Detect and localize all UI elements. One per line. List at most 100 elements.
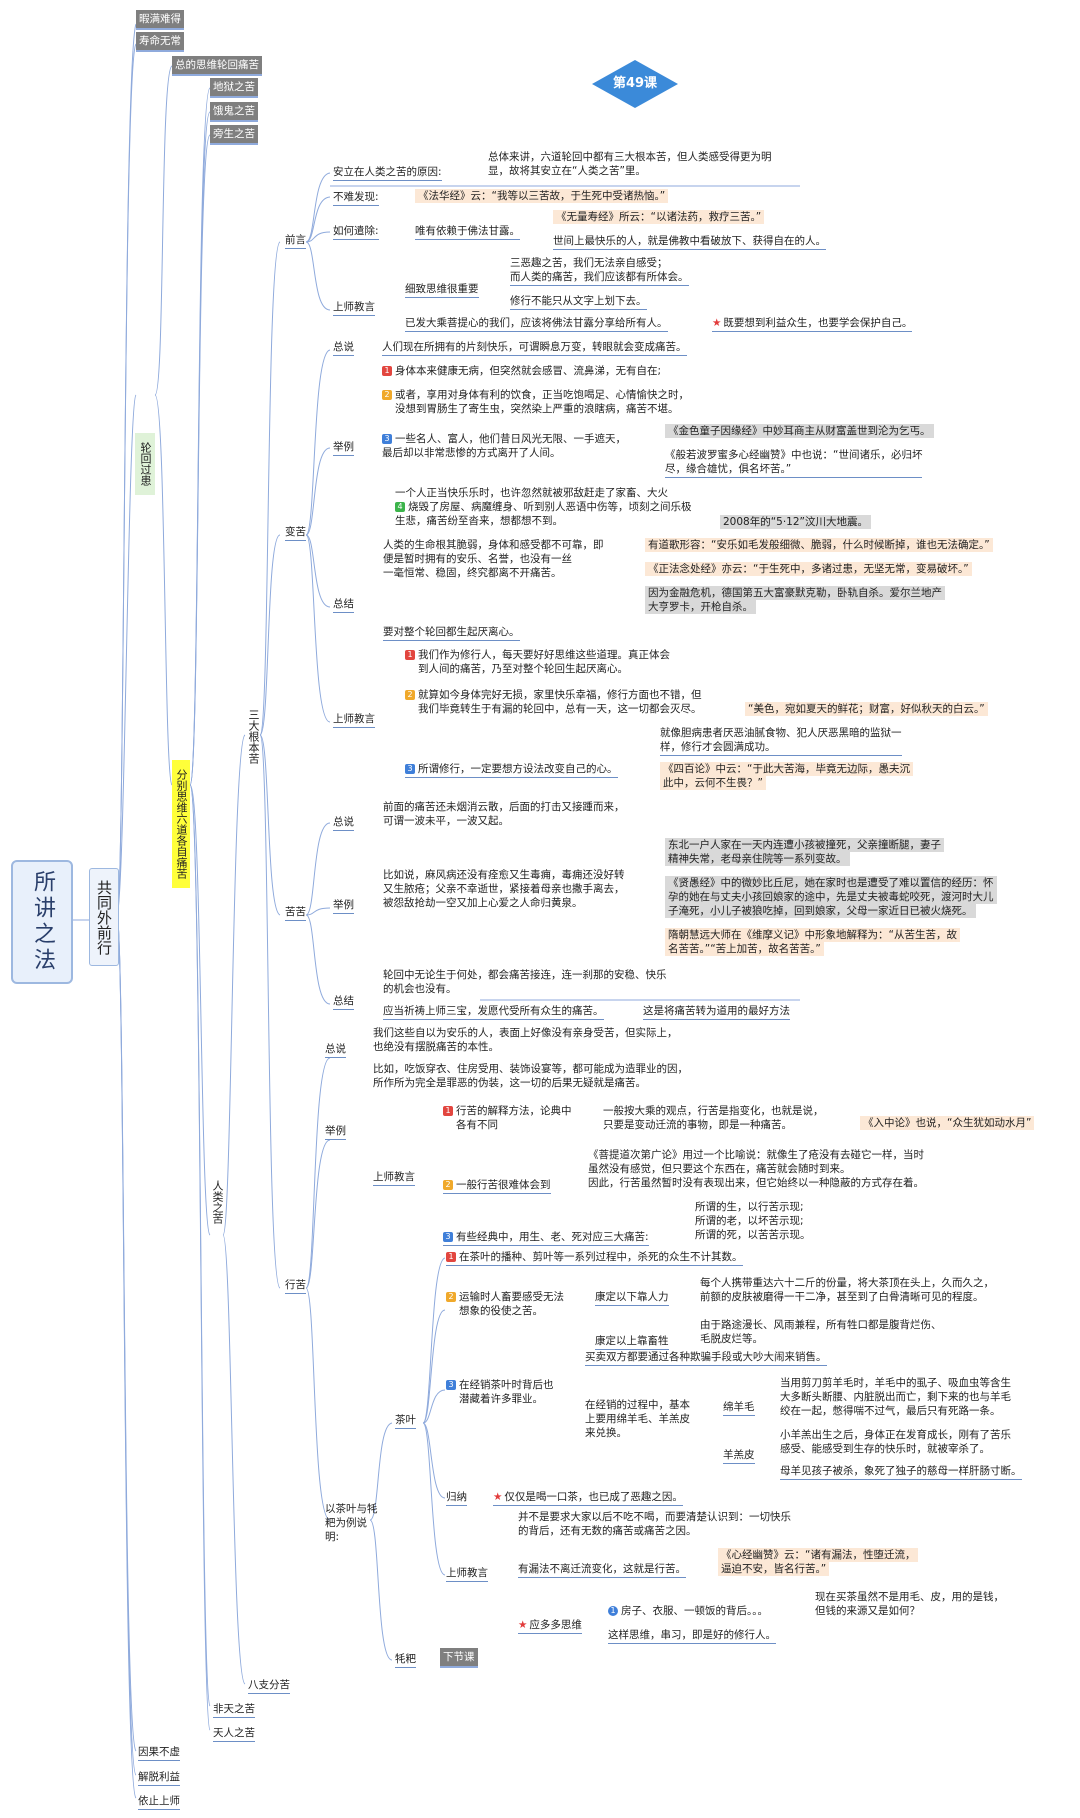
star-icon: ★ [518, 1619, 528, 1631]
node-lunhui[interactable]: 轮回过患 [135, 433, 155, 495]
u2: 的背后，还有无数的痛苦或痛苦之因。 [518, 1525, 697, 1537]
guina-body: 仅仅是喝一口茶，也已成了恶趣之因。 [504, 1491, 683, 1503]
xc4: 所谓的死，以苦苦示现。 [695, 1229, 811, 1241]
node-bian-zongjie[interactable]: 总结 [333, 597, 354, 613]
s2c: “美色，宛如夏天的鲜花；财富，好似秋天的白云。” [745, 702, 988, 716]
node-diyu[interactable]: 地狱之苦 [210, 78, 258, 98]
e4a: 一个人正当快乐乐时，也许忽然就被邪敌赶走了家畜、大火 [395, 487, 668, 499]
node-renlei[interactable]: 人类之苦 [210, 1172, 224, 1232]
text-t2g: 由于路途漫长、风雨兼程，所有牲口都是腹背烂伤、毛脱皮烂等。 [700, 1318, 942, 1346]
text-z1h: 要对整个轮回都生起厌离心。 [383, 625, 520, 641]
node-kuku[interactable]: 苦苦 [285, 905, 306, 921]
node-fenbie[interactable]: 分别思维六道各自痛苦 [172, 760, 190, 888]
e3e: 尽，缘合雄忧，俱名坏苦。” [665, 463, 792, 475]
s3d: 《四百论》中云：“于此大苦海，毕竟无边际，愚夫沉 [660, 762, 913, 776]
text-e3d: 《般若波罗蜜多心经幽赞》中也说：“世间诸乐，必归坏尽，缘合雄忧，俱名坏苦。” [665, 448, 923, 478]
node-bian-juli[interactable]: 举例 [333, 440, 354, 456]
node-ruhe[interactable]: 如何遣除: [333, 224, 379, 240]
ku-zs1: 前面的痛苦还未烟消云散，后面的打击又接踵而来， [383, 801, 625, 813]
ku-j4: 东北一户人家在一天内连遭小孩被撞死，父亲撞断腿，妻子 [665, 838, 944, 852]
node-yinguo[interactable]: 因果不虚 [138, 1745, 180, 1761]
node-sanda[interactable]: 三大根本苦 [246, 700, 260, 772]
num-2-icon: 2 [446, 1292, 456, 1302]
ku-j10: 名苦苦。”“苦上加苦，故名苦苦。” [665, 942, 824, 956]
baohu-label: 既要想到利益众生，也要学会保护自己。 [723, 317, 913, 329]
sub-node[interactable]: 共同外前行 [89, 868, 119, 966]
e3b: 最后却以非常悲惨的方式离开了人间。 [382, 447, 561, 459]
lunhui-label: 轮回过患 [139, 442, 152, 486]
text-u1: 并不是要求大家以后不吃不喝，而要清楚认识到：一切快乐的背后，还有无数的痛苦或痛苦… [518, 1510, 791, 1538]
xc1: 有些经典中，用生、老、死对应三大痛苦: [456, 1231, 649, 1243]
ku-z2: 的机会也没有。 [383, 983, 457, 995]
t3e: 上要用绵羊毛、羊羔皮 [585, 1413, 690, 1425]
node-xiaman[interactable]: 暇满难得 [136, 10, 184, 30]
node-ku-zongshuo[interactable]: 总说 [333, 815, 354, 831]
xb1: 一般行苦很难体会到 [456, 1179, 551, 1191]
u5: 逼迫不安，皆名行苦。” [718, 1562, 830, 1576]
text-dasheng: 已发大乘菩提心的我们，应该将佛法甘露分享给所有人。 [405, 316, 668, 332]
t3i: 大多断头断腰、内脏脱出而亡，剩下来的也与羊毛 [780, 1391, 1011, 1403]
text-guina: ★仅仅是喝一口茶，也已成了恶趣之因。 [493, 1490, 683, 1506]
text-ku-z4: 这是将痛苦转为道用的最好方法 [643, 1004, 790, 1020]
node-xing-shijiao[interactable]: 上师教言 [373, 1170, 415, 1186]
ku-j8: 子淹死，小儿子被狼吃掉，回到娘家，父母一家近日已被火烧死。 [665, 904, 976, 918]
ku-j3: 被怨敌抢劫一空又加上心爱之人命归黄泉。 [383, 897, 583, 909]
node-qian-shijiao[interactable]: 上师教言 [333, 300, 375, 316]
text-t2f: 康定以上靠畜牲 [595, 1334, 669, 1350]
node-bazhi[interactable]: 八支分苦 [248, 1678, 290, 1694]
node-feitian[interactable]: 非天之苦 [213, 1702, 255, 1718]
node-anli[interactable]: 安立在人类之苦的原因: [333, 165, 442, 181]
next-lesson-node[interactable]: 下节课 [440, 1648, 478, 1668]
node-yizhi[interactable]: 依止上师 [138, 1794, 180, 1810]
text-t3k: 羊羔皮 [723, 1448, 755, 1464]
text-z1e: 《正法念处经》亦云：“于生死中，多诸过患，无坚无常，变易破坏。” [645, 562, 972, 576]
node-egui[interactable]: 饿鬼之苦 [210, 102, 258, 122]
node-tianren[interactable]: 天人之苦 [213, 1726, 255, 1742]
z1b: 便是暂时拥有的安乐、名誉，也没有一丝 [383, 553, 572, 565]
xing-jt2: 所作所为完全是罪恶的伪装，这一切的后果无疑就是痛苦。 [373, 1077, 646, 1089]
node-xing-zongshuo[interactable]: 总说 [325, 1042, 346, 1058]
node-tea-example[interactable]: 以茶叶与牦粑为例说明: [325, 1502, 381, 1544]
e4b: 烧毁了房屋、病魔缠身、听到别人恶语中伤等，顷刻之间乐极 [408, 501, 692, 513]
node-ku-juli[interactable]: 举例 [333, 898, 354, 914]
node-zanba[interactable]: 牦粑 [395, 1652, 416, 1668]
root-node[interactable]: 所讲之法 [11, 860, 73, 984]
tea-label: 以茶叶与牦粑为例说明: [325, 1503, 378, 1543]
node-bian-shijiao[interactable]: 上师教言 [333, 712, 375, 728]
e1: 身体本来健康无病，但突然就会感冒、流鼻涕，无有自在; [395, 365, 662, 377]
node-ku-zongjie[interactable]: 总结 [333, 994, 354, 1010]
node-xingku[interactable]: 行苦 [285, 1278, 306, 1294]
node-chaye[interactable]: 茶叶 [395, 1413, 416, 1429]
num-3-icon: 3 [443, 1232, 453, 1242]
text-u6: ★应多多思维 [518, 1618, 582, 1634]
node-xing-juli[interactable]: 举例 [325, 1124, 346, 1140]
node-bian-zongshuo[interactable]: 总说 [333, 340, 354, 356]
bunan-body: 《法华经》云：“我等以三苦故，于生死中受诸热恼。” [415, 189, 669, 203]
text-u3: 有漏法不离迁流变化，这就是行苦。 [518, 1562, 686, 1578]
num-3-icon: 3 [382, 434, 392, 444]
node-pangsheng[interactable]: 旁生之苦 [210, 125, 258, 145]
xa2: 各有不同 [456, 1119, 498, 1131]
ku-j5: 精神失常，老母亲住院等一系列变故。 [665, 852, 850, 866]
node-xing-shijiao-2[interactable]: 上师教言 [446, 1566, 488, 1582]
text-xa3: 一般按大乘的观点，行苦是指变化，也就是说，只要是变动迁流的事物，即是一种痛苦。 [603, 1104, 824, 1132]
text-bunan: 《法华经》云：“我等以三苦故，于生死中受诸热恼。” [415, 189, 669, 203]
num-1-icon: 1 [382, 366, 392, 376]
text-t3g: 绵羊毛 [723, 1400, 755, 1416]
u7: 房子、衣服、一顿饭的背后。。。 [621, 1605, 768, 1617]
node-guina[interactable]: 归纳 [446, 1490, 467, 1506]
text-ku-zs: 前面的痛苦还未烟消云散，后面的打击又接踵而来，可谓一波未平，一波又起。 [383, 800, 625, 828]
ku-j7: 孕的她在与丈夫小孩回娘家的途中，先是丈夫被毒蛇咬死，渡河时大儿 [665, 890, 997, 904]
t2e: 前额的皮肤被磨得一干二净，甚至到了白骨清晰可见的程度。 [700, 1291, 984, 1303]
node-bunan[interactable]: 不难发现: [333, 190, 379, 206]
t2d: 每个人携带重达六十二斤的份量，将大茶顶在头上，久而久之， [700, 1277, 994, 1289]
node-shouming[interactable]: 寿命无常 [136, 32, 184, 52]
num-1-icon: 1 [443, 1106, 453, 1116]
num-4-icon: 4 [395, 502, 405, 512]
node-zongde[interactable]: 总的思维轮回痛苦 [172, 56, 262, 76]
s2a: 就算如今身体完好无损，家里快乐幸福，修行方面也不错，但 [418, 689, 702, 701]
node-qianyan[interactable]: 前言 [285, 233, 306, 249]
node-jietuo[interactable]: 解脱利益 [138, 1770, 180, 1786]
node-bianku[interactable]: 变苦 [285, 525, 306, 541]
